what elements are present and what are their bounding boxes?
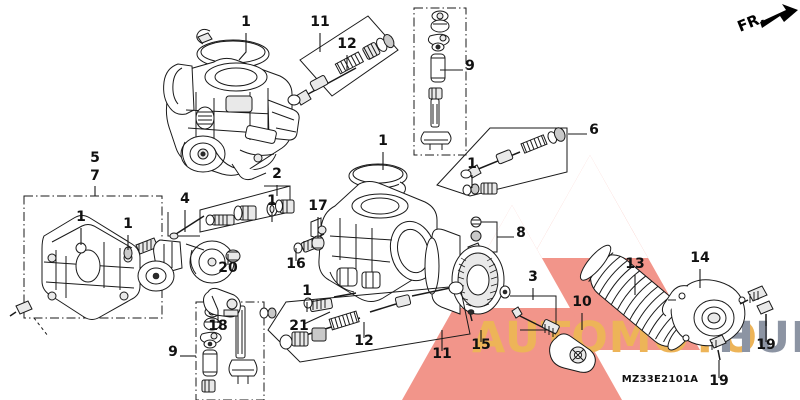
callout-number-13[interactable]: 13 <box>625 256 644 272</box>
callout-number-1[interactable]: 1 <box>267 193 277 209</box>
callout-number-1[interactable]: 1 <box>76 209 86 225</box>
callout-number-1[interactable]: 1 <box>123 216 133 232</box>
callout-number-19[interactable]: 19 <box>756 337 775 353</box>
callout-number-18[interactable]: 18 <box>208 318 227 334</box>
callout-leader-line <box>303 311 331 325</box>
callout-number-12[interactable]: 12 <box>354 333 373 349</box>
callout-number-16[interactable]: 16 <box>286 256 305 272</box>
pilot-screw-kit-right <box>436 127 568 197</box>
callout-number-19[interactable]: 19 <box>709 373 728 389</box>
float-kit-lower <box>195 301 265 400</box>
callout-number-15[interactable]: 15 <box>471 337 490 353</box>
callout-number-1[interactable]: 1 <box>467 156 477 172</box>
callout-number-6[interactable]: 6 <box>589 122 599 138</box>
intake-insulator <box>424 228 505 322</box>
oring-set-right <box>462 182 498 196</box>
callout-number-1[interactable]: 1 <box>302 283 312 299</box>
float-valve-kit <box>413 7 467 156</box>
pilot-screw-kit-upper <box>287 15 399 106</box>
callout-number-8[interactable]: 8 <box>516 225 526 241</box>
callout-number-1[interactable]: 1 <box>241 14 251 30</box>
callout-number-21[interactable]: 21 <box>289 318 308 334</box>
callout-number-7[interactable]: 7 <box>90 168 100 184</box>
callout-number-1[interactable]: 1 <box>378 133 388 149</box>
callout-number-20[interactable]: 20 <box>218 260 238 276</box>
choke-rod-assembly <box>499 285 596 373</box>
bellows-boot <box>579 244 696 351</box>
callout-number-11[interactable]: 11 <box>310 14 329 30</box>
end-cover <box>661 279 746 347</box>
callout-number-9[interactable]: 9 <box>465 58 475 74</box>
screw-19-upper <box>739 285 774 326</box>
bracket-18 <box>203 287 241 318</box>
callout-number-5[interactable]: 5 <box>90 150 100 166</box>
screw-19-lower <box>709 334 727 361</box>
pilot-screw-kit-lower <box>267 281 471 363</box>
throttle-linkage-assembly <box>137 212 241 292</box>
callout-leader-line <box>238 33 247 61</box>
callout-number-14[interactable]: 14 <box>690 250 710 266</box>
callout-number-3[interactable]: 3 <box>528 269 538 285</box>
callout-number-17[interactable]: 17 <box>308 198 327 214</box>
callout-number-4[interactable]: 4 <box>180 191 190 207</box>
jet-set-box <box>199 185 295 233</box>
callout-number-11[interactable]: 11 <box>432 346 451 362</box>
callout-number-2[interactable]: 2 <box>272 166 282 182</box>
fr-direction-indicator: FR. <box>735 4 798 36</box>
svg-text:MZ33E2101A: MZ33E2101A <box>622 374 699 385</box>
callout-number-12[interactable]: 12 <box>337 36 356 52</box>
top-cover-assembly <box>9 195 163 337</box>
carburetor-body-upper <box>163 28 300 181</box>
callout-number-10[interactable]: 10 <box>572 294 592 310</box>
callout-number-9[interactable]: 9 <box>168 344 178 360</box>
